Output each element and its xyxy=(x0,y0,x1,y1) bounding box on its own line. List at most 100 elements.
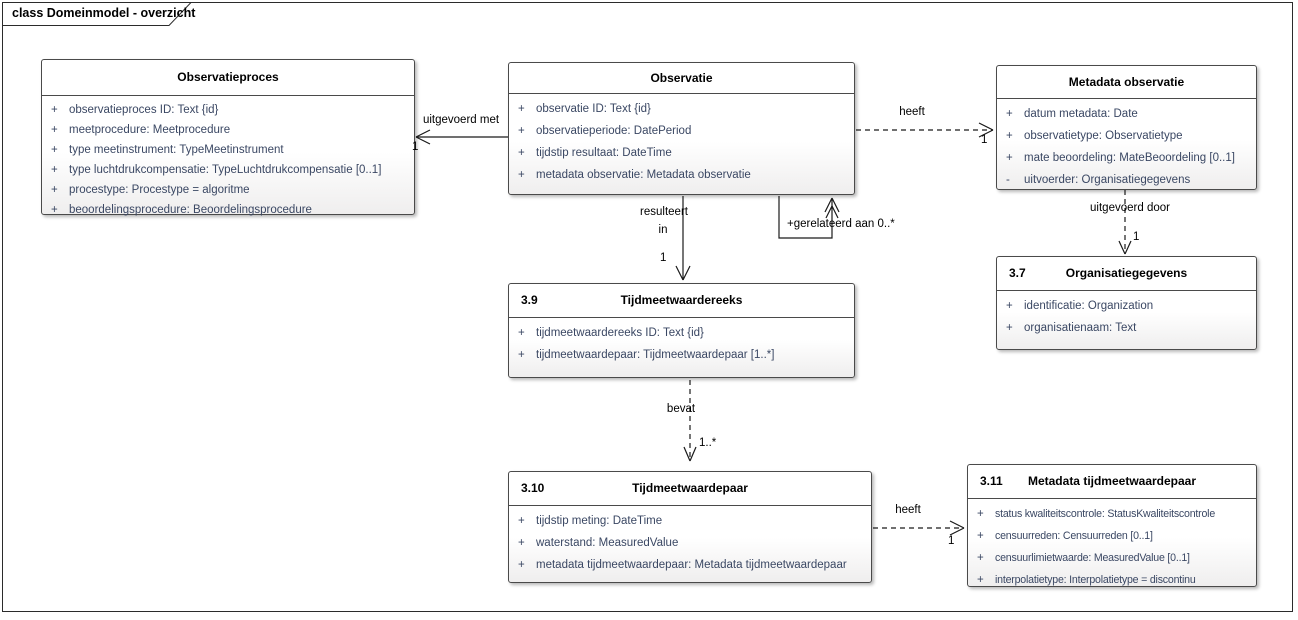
visibility-symbol: + xyxy=(518,103,525,115)
attribute-text: type luchtdrukcompensatie: TypeLuchtdruk… xyxy=(69,164,382,176)
attribute-text: interpolatietype: Interpolatietype = dis… xyxy=(995,574,1196,586)
visibility-symbol: + xyxy=(1006,300,1013,312)
visibility-symbol: + xyxy=(518,169,525,181)
visibility-symbol: + xyxy=(518,515,525,527)
class-title: Metadata observatie xyxy=(1068,75,1185,89)
attribute-row: + metadata observatie: Metadata observati… xyxy=(509,164,854,186)
attribute-list: +observatie ID: Text {id} +observatieper… xyxy=(509,94,854,186)
attribute-text: observatieperiode: DatePeriod xyxy=(536,125,692,137)
visibility-symbol: + xyxy=(518,349,525,361)
attribute-text: waterstand: MeasuredValue xyxy=(536,537,679,549)
attribute-row: +interpolatietype: Interpolatietype = di… xyxy=(968,569,1256,591)
class-header: Metadata observatie xyxy=(997,66,1256,99)
attribute-list: + identificatie: Organization + organisati… xyxy=(997,291,1256,339)
visibility-symbol: + xyxy=(518,327,525,339)
connector-label-heeft-observatie: heeft xyxy=(899,106,925,118)
attribute-text: organisatienaam: Text xyxy=(1024,322,1137,334)
attribute-row: + censuurreden: Censuurreden [0..1] xyxy=(968,525,1256,547)
attribute-text: meetprocedure: Meetprocedure xyxy=(69,124,231,136)
multiplicity-label: 1 xyxy=(660,252,667,264)
visibility-symbol: + xyxy=(977,552,984,564)
class-number: 3.7 xyxy=(1009,266,1026,280)
attribute-text: censuurreden: Censuurreden [0..1] xyxy=(995,530,1153,542)
visibility-symbol: + xyxy=(51,104,58,116)
attribute-list: + datum metadata: Date + observatietype: O… xyxy=(997,99,1256,191)
multiplicity-label: 1 xyxy=(1133,231,1140,243)
multiplicity-label: 1..* xyxy=(699,437,717,449)
multiplicity-label: 1 xyxy=(412,141,419,153)
class-box-tijdmeetwaardereeks[interactable]: 3.9 Tijdmeetwaardereeks + tijdmeetwaarder… xyxy=(508,283,855,378)
class-box-organisatiegegevens[interactable]: 3.7 Organisatiegegevens + identificatie: … xyxy=(996,256,1257,350)
frame-tab xyxy=(2,2,193,26)
class-header: 3.10 Tijdmeetwaardepaar xyxy=(509,472,871,506)
attribute-row: +type meetinstrument: TypeMeetinstrument xyxy=(42,140,414,160)
attribute-text: mate beoordeling: MateBeoordeling [0..1] xyxy=(1024,152,1235,164)
attribute-text: observatietype: Observatietype xyxy=(1024,130,1183,142)
visibility-symbol: + xyxy=(518,147,525,159)
visibility-symbol: + xyxy=(1006,130,1013,142)
multiplicity-label: 1 xyxy=(981,134,988,146)
attribute-row: + mate beoordeling: MateBeoordeling [0..1… xyxy=(997,147,1256,169)
attribute-row: +observatie ID: Text {id} xyxy=(509,98,854,120)
attribute-row: + datum metadata: Date xyxy=(997,103,1256,125)
class-header: 3.7 Organisatiegegevens xyxy=(997,257,1256,291)
attribute-list: +status kwaliteitscontrole: StatusKwalit… xyxy=(968,499,1256,591)
frame-tab-label: class Domeinmodel - overzicht xyxy=(12,6,196,20)
class-box-tijdmeetwaardepaar[interactable]: 3.10 Tijdmeetwaardepaar +tijdstip meting… xyxy=(508,471,872,583)
visibility-symbol: + xyxy=(518,559,525,571)
visibility-symbol: + xyxy=(51,184,58,196)
visibility-symbol: + xyxy=(1006,108,1013,120)
attribute-row: +metadata tijdmeetwaardepaar: Metadata t… xyxy=(509,554,871,576)
attribute-list: + observatieproces ID: Text {id} + meetpro… xyxy=(42,96,414,220)
multiplicity-label: 1 xyxy=(948,535,955,547)
attribute-text: censuurlimietwaarde: MeasuredValue [0..1… xyxy=(995,552,1190,564)
visibility-symbol: + xyxy=(51,204,58,216)
attribute-text: observatieproces ID: Text {id} xyxy=(69,104,219,116)
attribute-row: + type luchtdrukcompensatie: TypeLuchtdru… xyxy=(42,160,414,180)
connector-label-uitgevoerd-door: uitgevoerd door xyxy=(1090,202,1170,214)
attribute-row: + observatieproces ID: Text {id} xyxy=(42,100,414,120)
attribute-text: tijdmeetwaardereeks ID: Text {id} xyxy=(536,327,704,339)
class-box-observatie[interactable]: Observatie +observatie ID: Text {id} +ob… xyxy=(508,62,855,195)
attribute-text: beoordelingsprocedure: Beoordelingsproce… xyxy=(69,204,312,216)
attribute-list: + tijdmeetwaardereeks ID: Text {id} + tijd… xyxy=(509,318,854,366)
visibility-symbol: + xyxy=(1006,152,1013,164)
attribute-row: +status kwaliteitscontrole: StatusKwalit… xyxy=(968,503,1256,525)
attribute-text: datum metadata: Date xyxy=(1024,108,1138,120)
class-header: 3.11 Metadata tijdmeetwaardepaar xyxy=(968,465,1256,499)
attribute-text: metadata observatie: Metadata observatie xyxy=(536,169,751,181)
class-box-observatieproces[interactable]: Observatieproces + observatieproces ID: T… xyxy=(41,59,415,216)
class-title: Observatie xyxy=(650,71,713,85)
class-title: Observatieproces xyxy=(177,70,279,84)
class-title: Tijdmeetwaardereeks xyxy=(620,293,743,307)
class-box-metadata-tijdmeetwaardepaar[interactable]: 3.11 Metadata tijdmeetwaardepaar +status… xyxy=(967,464,1257,587)
attribute-row: +observatieperiode: DatePeriod xyxy=(509,120,854,142)
connector-label-bevat: bevat xyxy=(666,403,696,415)
attribute-list: +tijdstip meting: DateTime +waterstand: … xyxy=(509,506,871,576)
class-header: 3.9 Tijdmeetwaardereeks xyxy=(509,284,854,318)
attribute-text: identificatie: Organization xyxy=(1024,300,1154,312)
attribute-row: + identificatie: Organization xyxy=(997,295,1256,317)
class-title: Metadata tijdmeetwaardepaar xyxy=(1027,474,1197,488)
visibility-symbol: + xyxy=(51,144,58,156)
class-header: Observatieproces xyxy=(42,60,414,96)
class-title: Tijdmeetwaardepaar xyxy=(632,481,748,495)
connector-label-heeft-tijdmeetwaardepaar: heeft xyxy=(895,504,921,516)
connector-label-gerelateerd-aan: +gerelateerd aan 0..* xyxy=(787,218,895,230)
connector-label-uitgevoerd-met: uitgevoerd met xyxy=(422,114,500,126)
attribute-row: +waterstand: MeasuredValue xyxy=(509,532,871,554)
class-number: 3.11 xyxy=(980,474,1003,488)
attribute-row: + tijdmeetwaardereeks ID: Text {id} xyxy=(509,322,854,344)
class-header: Observatie xyxy=(509,63,854,94)
attribute-text: uitvoerder: Organisatiegegevens xyxy=(1024,174,1191,186)
attribute-text: tijdstip resultaat: DateTime xyxy=(536,147,672,159)
visibility-symbol: + xyxy=(977,530,984,542)
class-box-metadata-observatie[interactable]: Metadata observatie + datum metadata: Dat… xyxy=(996,65,1257,190)
visibility-symbol: - xyxy=(1006,174,1010,186)
attribute-row: +tijdstip meting: DateTime xyxy=(509,510,871,532)
attribute-row: + beoordelingsprocedure: Beoordelingsproc… xyxy=(42,200,414,220)
connector-label-resulteert: resulteert xyxy=(640,206,688,218)
visibility-symbol: + xyxy=(51,164,58,176)
class-number: 3.9 xyxy=(521,293,538,307)
